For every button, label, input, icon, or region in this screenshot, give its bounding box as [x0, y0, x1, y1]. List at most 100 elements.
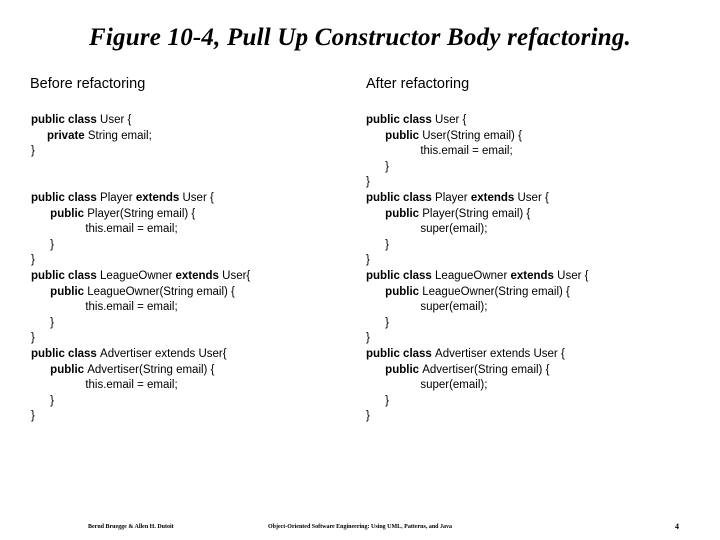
code-line: public class Advertiser extends User {	[366, 347, 706, 363]
code-keyword: public class	[31, 191, 101, 204]
code-line: public LeagueOwner(String email) {	[31, 285, 361, 301]
code-text: }	[31, 394, 55, 407]
code-line: }	[31, 238, 361, 254]
code-block-after-refactoring: public class User { public User(String e…	[366, 113, 706, 425]
code-text: }	[31, 410, 35, 423]
code-line: this.email = email;	[31, 300, 361, 316]
code-line: public Player(String email) {	[366, 207, 706, 223]
column-header-before: Before refactoring	[30, 76, 146, 92]
code-text: }	[366, 410, 370, 423]
code-line: public class Advertiser extends User{	[31, 347, 361, 363]
code-text: Player	[435, 191, 471, 204]
code-text: Advertiser(String email) {	[422, 363, 550, 376]
code-keyword: public	[366, 363, 423, 376]
code-line: }	[31, 409, 361, 425]
code-line	[31, 175, 361, 191]
code-text: }	[366, 394, 390, 407]
footer-book-title: Object-Oriented Software Engineering: Us…	[267, 524, 453, 530]
footer-authors: Bernd Bruegge & Allen H. Dutoit	[88, 524, 174, 530]
code-keyword: public class	[366, 347, 436, 360]
code-line: }	[31, 316, 361, 332]
code-text: this.email = email;	[31, 223, 178, 236]
code-keyword: private	[31, 129, 88, 142]
code-keyword: extends	[510, 269, 558, 282]
column-header-after: After refactoring	[366, 76, 470, 92]
code-keyword: public class	[366, 191, 436, 204]
code-line: this.email = email;	[31, 222, 361, 238]
code-text: Advertiser extends User{	[100, 347, 227, 360]
code-line: public class Player extends User {	[31, 191, 361, 207]
code-line: }	[366, 175, 706, 191]
code-line: }	[31, 144, 361, 160]
code-line: public class Player extends User {	[366, 191, 706, 207]
code-keyword: public class	[31, 269, 101, 282]
code-line: public Advertiser(String email) {	[31, 363, 361, 379]
code-line: this.email = email;	[366, 144, 706, 160]
code-keyword: public class	[31, 347, 101, 360]
code-line: public LeagueOwner(String email) {	[366, 285, 706, 301]
code-text: LeagueOwner(String email) {	[87, 285, 235, 298]
code-keyword: public class	[366, 269, 436, 282]
code-text: }	[366, 238, 390, 251]
code-keyword: extends	[470, 191, 518, 204]
code-line: }	[366, 394, 706, 410]
code-text: User {	[100, 114, 132, 126]
code-text: this.email = email;	[366, 145, 513, 158]
code-text: this.email = email;	[31, 379, 178, 392]
code-keyword: public	[366, 207, 423, 220]
code-text: User {	[435, 114, 467, 126]
code-block-before-refactoring: public class User { private String email…	[31, 113, 361, 425]
code-text: LeagueOwner(String email) {	[422, 285, 570, 298]
code-line: private String email;	[31, 129, 361, 145]
code-text: }	[31, 316, 55, 329]
code-line: public class LeagueOwner extends User {	[366, 269, 706, 285]
code-text: }	[366, 332, 370, 345]
code-text: }	[366, 176, 370, 189]
code-text: User {	[182, 191, 214, 204]
code-text: User{	[222, 269, 251, 282]
code-line: public User(String email) {	[366, 129, 706, 145]
code-line: super(email);	[366, 222, 706, 238]
code-keyword: public	[366, 285, 423, 298]
code-text: Advertiser(String email) {	[87, 363, 215, 376]
code-text: LeagueOwner	[435, 269, 511, 282]
code-line: }	[366, 331, 706, 347]
code-text: Player(String email) {	[87, 207, 196, 220]
code-line: }	[31, 331, 361, 347]
code-text: Player	[100, 191, 136, 204]
code-line: public class User {	[366, 113, 706, 129]
code-line: }	[366, 316, 706, 332]
code-keyword: public	[31, 285, 88, 298]
code-text: LeagueOwner	[100, 269, 176, 282]
code-line: }	[366, 409, 706, 425]
code-line: public class LeagueOwner extends User{	[31, 269, 361, 285]
code-text: super(email);	[366, 379, 488, 392]
code-text: }	[366, 160, 390, 173]
code-line: this.email = email;	[31, 378, 361, 394]
code-text: super(email);	[366, 223, 488, 236]
code-line: public Advertiser(String email) {	[366, 363, 706, 379]
code-text: }	[31, 254, 35, 267]
code-keyword: extends	[175, 269, 223, 282]
code-text: this.email = email;	[31, 301, 178, 314]
code-line: }	[31, 253, 361, 269]
code-text: }	[31, 332, 35, 345]
code-line: }	[366, 253, 706, 269]
code-keyword: public	[366, 129, 423, 142]
code-keyword: public	[31, 363, 88, 376]
code-text: }	[31, 145, 35, 158]
code-keyword: public	[31, 207, 88, 220]
code-text: User(String email) {	[422, 129, 522, 142]
code-text: Player(String email) {	[422, 207, 531, 220]
code-keyword: public class	[31, 114, 101, 126]
code-line: super(email);	[366, 300, 706, 316]
code-line: }	[31, 394, 361, 410]
code-line	[31, 160, 361, 176]
code-keyword: extends	[135, 191, 183, 204]
code-text: super(email);	[366, 301, 488, 314]
page-title: Figure 10-4, Pull Up Constructor Body re…	[89, 24, 631, 51]
code-text: }	[31, 238, 55, 251]
code-line: super(email);	[366, 378, 706, 394]
code-text: String email;	[87, 129, 152, 142]
